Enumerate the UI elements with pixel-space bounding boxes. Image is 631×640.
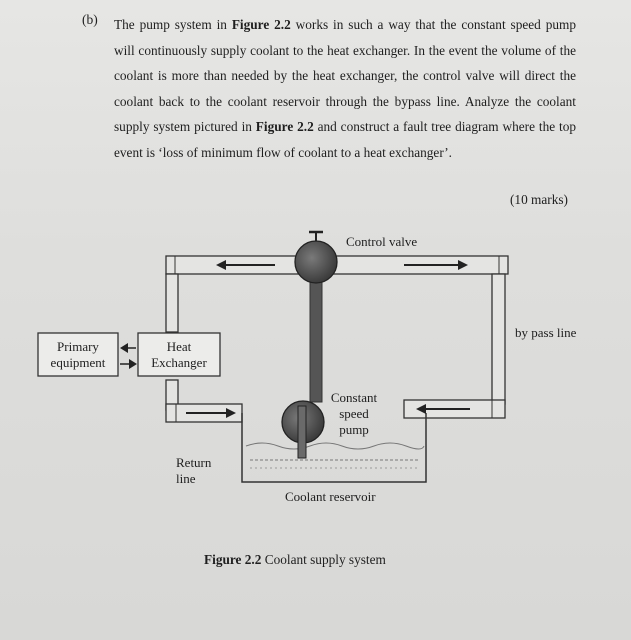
figure-reference: Figure 2.2 [231, 17, 291, 32]
bypass-line-label: by pass line [515, 325, 577, 340]
coolant-reservoir-label: Coolant reservoir [285, 489, 376, 504]
question-text-segment: works in such a way that the constant sp… [114, 17, 576, 134]
question-label: (b) [82, 12, 98, 27]
question-text-segment: and construct a fault tree diagram where… [114, 119, 576, 160]
return-line-label: Return line [176, 455, 212, 486]
flow-arrow-left-icon [216, 260, 275, 270]
arrow-right-icon [120, 359, 137, 369]
heat-exchanger-label: Heat Exchanger [151, 339, 207, 370]
figure-number: Figure 2.2 [204, 552, 262, 567]
arrow-left-icon [120, 343, 136, 353]
question-text-segment: The pump system in [114, 17, 232, 32]
marks-label: (10 marks) [510, 192, 568, 207]
bypass-pipe [491, 273, 506, 405]
primary-equipment-box [37, 332, 119, 377]
figure-reference: Figure 2.2 [255, 119, 314, 134]
flow-arrow-right-icon [404, 260, 468, 270]
pump-label: Constant speed pump [330, 390, 378, 437]
coolant-reservoir [241, 413, 427, 483]
pump-shaft [297, 405, 307, 459]
figure-caption: Figure 2.2 Coolant supply system [204, 552, 386, 568]
flow-arrow-left-icon [416, 404, 470, 414]
primary-equipment-label: Primary equipment [50, 339, 106, 370]
control-valve-label: Control valve [346, 234, 418, 249]
left-upper-pipe [165, 273, 179, 333]
flow-arrow-right-icon [186, 408, 236, 418]
coolant-surface [245, 442, 425, 450]
heat-exchanger-box [137, 332, 221, 377]
riser-pipe [309, 279, 323, 403]
question-text: The pump system in Figure 2.2 works in s… [114, 12, 576, 165]
figure-title: Coolant supply system [264, 552, 386, 567]
control-valve-icon [294, 240, 338, 284]
